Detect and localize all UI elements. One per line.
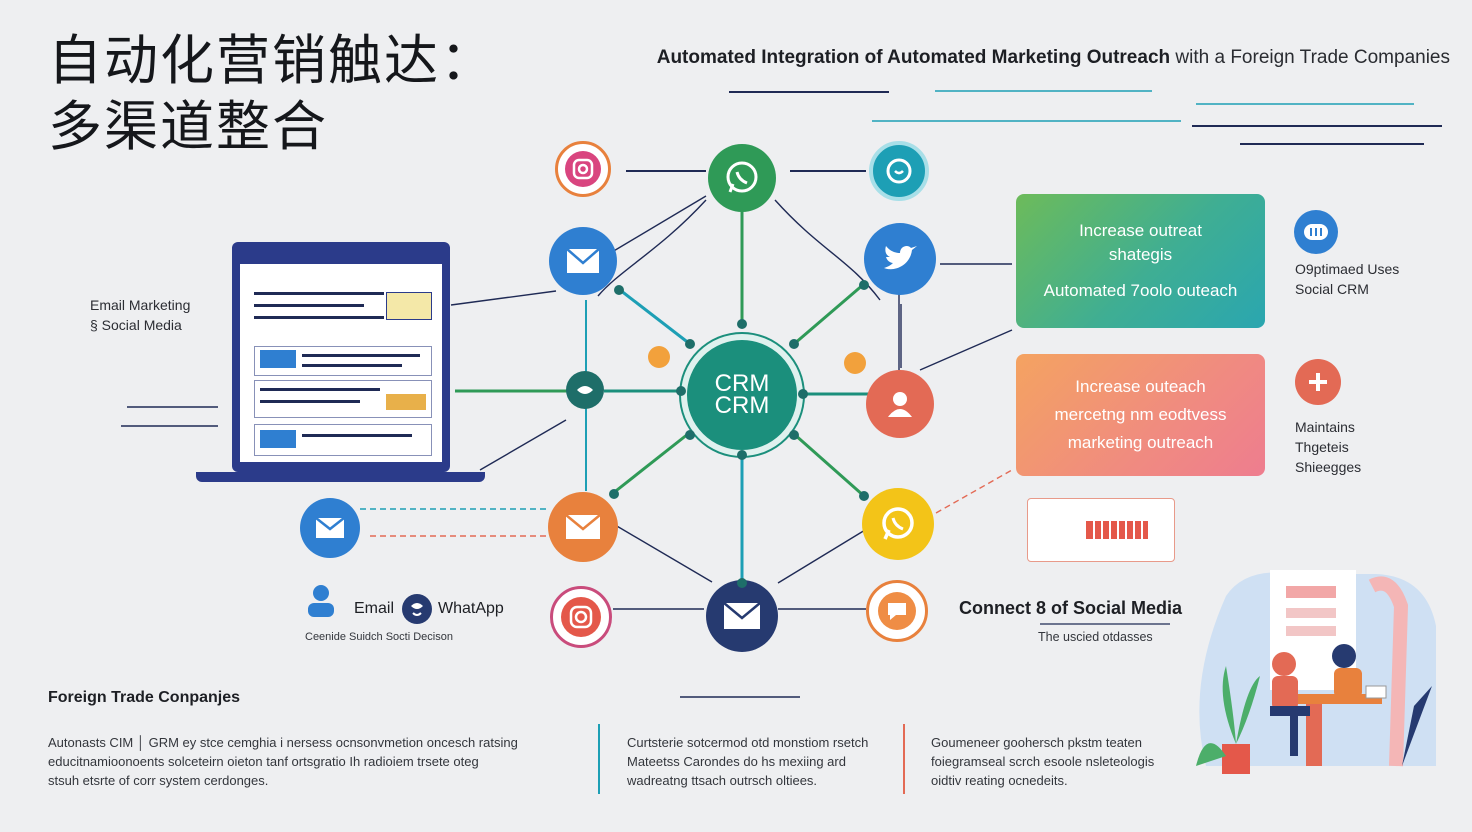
instagram-icon [565, 151, 601, 187]
person-icon [306, 584, 336, 618]
card-orange-line2: mercetng nm eodtvess [1054, 405, 1227, 424]
whatsapp-node-yellow[interactable] [862, 488, 934, 560]
footer-col1-line3: stsuh etsrte of corr system cerdonges. [48, 773, 269, 788]
chat-node-bottom[interactable] [866, 580, 928, 642]
whatsapp-label: WhatApp [438, 600, 504, 617]
email-node-upper-left[interactable] [549, 227, 617, 295]
instagram-icon-bottom [561, 597, 601, 637]
orange-ornament-left [648, 346, 670, 368]
laptop-label-line2: § Social Media [90, 317, 182, 333]
right-label-bottom-line3: Shieegges [1295, 459, 1362, 475]
laptop-label-line1: Email Marketing [90, 297, 191, 313]
connect-title: Connect 8 of Social Media [959, 598, 1183, 618]
chat-icon [886, 158, 912, 184]
instagram-node[interactable] [555, 141, 611, 197]
crm-hub-line1: CRM [714, 370, 770, 397]
laptop-base [196, 472, 485, 482]
card-increase-outreach: Increase outreat shategis Automated 7ool… [1016, 194, 1265, 328]
analytics-icon [1304, 224, 1328, 240]
card-marketing-outreach: Increase outeach mercetng nm eodtvess ma… [1016, 354, 1265, 476]
whatsapp-icon [726, 161, 758, 193]
footer-col3-line1: Goumeneer goohersch pkstm teaten [931, 735, 1143, 750]
email-node-orange[interactable] [548, 492, 618, 562]
team-illustration [1196, 570, 1436, 774]
title-en-light: with a Foreign Trade Companies [1170, 47, 1450, 68]
laptop-screen [232, 242, 450, 472]
footer-divider-1 [598, 724, 600, 794]
laptop-display [240, 264, 442, 462]
right-label-top-line2: Social CRM [1295, 281, 1369, 297]
footer-col3-line3: oidtiv reating ocnedeits. [931, 773, 1068, 788]
footer-col2-line2: Mateetss Carondes do hs mexiing ard [627, 754, 846, 769]
analytics-node[interactable] [1294, 210, 1338, 254]
email-node-navy[interactable] [706, 580, 778, 652]
footer-col1-line2: educitnamioonoents solceteirn oieton tan… [48, 754, 479, 769]
email-icon-navy [723, 602, 761, 629]
instagram-node-bottom[interactable] [550, 586, 612, 648]
barcode-box [1027, 498, 1175, 562]
plus-icon [1309, 373, 1327, 391]
title-line-2: 多渠道整合 [48, 95, 328, 158]
email-icon [566, 248, 600, 273]
title-line-1: 自动化营销触达： [48, 29, 496, 92]
user-node[interactable] [866, 370, 934, 438]
speech-bubble-icon [878, 592, 916, 630]
footer-column-3: Goumeneer goohersch pkstm teaten foiegra… [931, 733, 1191, 790]
footer-col2-line3: wadreatng ttsach outrsch oltiees. [627, 773, 818, 788]
footer-col3-line2: foiegramseal scrch esoole nsleteologis [931, 754, 1155, 769]
footer-column-1: Autonasts CIM │ GRM ey stce cemghia i ne… [48, 733, 588, 790]
right-label-bottom: Maintains Thgeteis Shieegges [1295, 417, 1361, 477]
card-green-line3: Automated 7oolo outeach [1043, 281, 1238, 300]
email-sublabel: Ceenide Suidch Socti Decison [305, 631, 453, 643]
card-green-line1: Increase outreat [1079, 221, 1202, 240]
card-orange-line3: marketing outreach [1067, 433, 1214, 452]
barcode-icon [1086, 521, 1148, 539]
page-title-en: Automated Integration of Automated Marke… [560, 47, 1450, 69]
footer-column-2: Curtsterie sotcermod otd monstiom rsetch… [627, 733, 897, 790]
email-node-left[interactable] [300, 498, 360, 558]
twitter-icon [884, 245, 917, 270]
email-label: Email [354, 600, 395, 617]
connect-subtitle: The uscied otdasses [1038, 630, 1153, 644]
add-node[interactable] [1295, 359, 1341, 405]
email-icon-left [315, 517, 345, 538]
user-icon [888, 392, 912, 417]
right-label-top-line1: O9ptimaed Uses [1295, 261, 1400, 277]
laptop-label: Email Marketing § Social Media [90, 295, 190, 335]
chat-node[interactable] [869, 141, 929, 201]
orange-ornament-right [844, 352, 866, 374]
twitter-node[interactable] [864, 223, 936, 295]
crm-hub-line2: CRM [714, 392, 770, 419]
footer-divider-2 [903, 724, 905, 794]
whatsapp-node-top[interactable] [708, 144, 776, 212]
whatsapp-small-icon [402, 594, 432, 624]
whatsapp-icon-yellow [882, 507, 914, 540]
card-green-line2: shategis [1108, 245, 1173, 264]
right-label-top: O9ptimaed Uses Social CRM [1295, 259, 1399, 299]
crm-hub[interactable]: CRM CRM [681, 334, 803, 456]
right-label-bottom-line1: Maintains [1295, 419, 1355, 435]
footer-heading: Foreign Trade Conpanjes [48, 689, 241, 706]
page-title-zh: 自动化营销触达： 多渠道整合 [48, 28, 508, 160]
leaf-icon [577, 386, 593, 394]
footer-col2-line1: Curtsterie sotcermod otd monstiom rsetch [627, 735, 869, 750]
card-orange-line1: Increase outeach [1075, 377, 1206, 396]
title-en-bold: Automated Integration of Automated Marke… [656, 47, 1171, 68]
email-icon-orange [565, 514, 601, 539]
footer-col1-line1: Autonasts CIM │ GRM ey stce cemghia i ne… [48, 735, 518, 750]
small-hub-node[interactable] [566, 371, 604, 409]
right-label-bottom-line2: Thgeteis [1295, 439, 1349, 455]
